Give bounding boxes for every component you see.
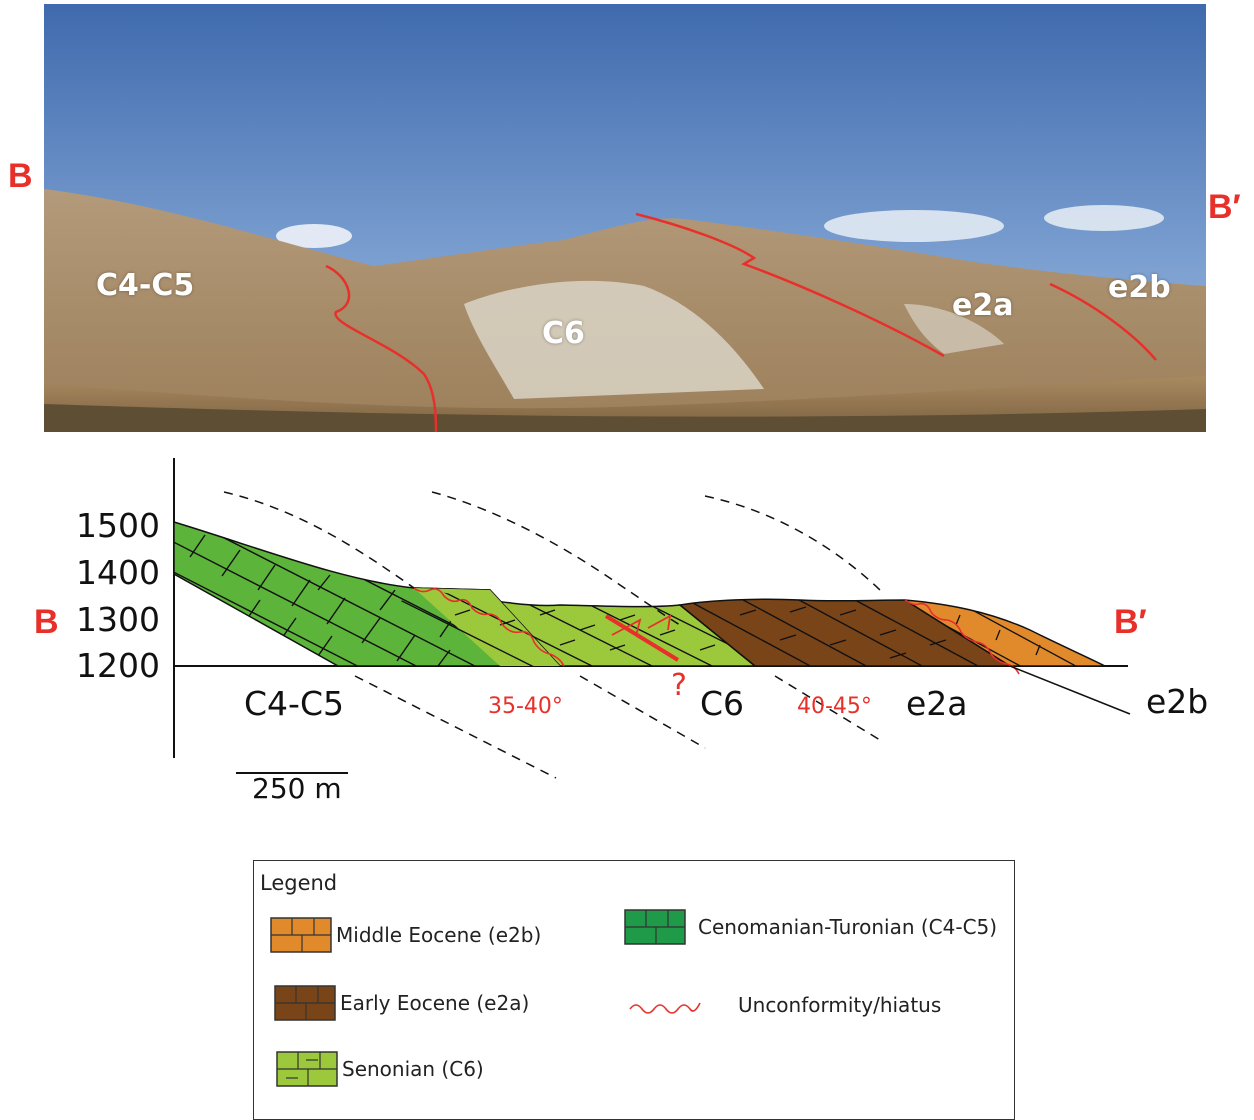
legend-item-e2b: Middle Eocene (e2b) — [270, 917, 541, 953]
landscape-illustration — [44, 4, 1206, 432]
legend-label-unconformity: Unconformity/hiatus — [738, 993, 942, 1017]
legend-label-c6: Senonian (C6) — [342, 1057, 484, 1081]
cross-section-drawing — [173, 458, 1131, 779]
section-end-marker: B′ — [1114, 603, 1147, 641]
elevation-label-1200: 1200 — [76, 646, 160, 685]
scale-bar-label: 250 m — [252, 772, 342, 805]
legend-swatch-e2b — [270, 917, 332, 953]
photo-label-c4c5: C4-C5 — [96, 268, 195, 303]
field-photograph: C4-C5 C6 e2a e2b — [44, 4, 1206, 432]
fault-uncertainty-mark: ? — [671, 668, 687, 703]
elevation-label-1500: 1500 — [76, 506, 160, 545]
legend-swatch-e2a — [274, 985, 336, 1021]
e2b-projection-line — [1009, 665, 1131, 715]
dip-angle-east: 40-45° — [797, 694, 872, 719]
elevation-label-1400: 1400 — [76, 553, 160, 592]
unit-c6-wedge — [414, 588, 560, 666]
legend-swatch-c4c5 — [624, 909, 686, 945]
unit-e2a-body — [678, 598, 1013, 667]
legend-item-c6: Senonian (C6) — [276, 1051, 484, 1087]
dip-angle-west: 35-40° — [488, 694, 563, 719]
photo-label-c6: C6 — [542, 316, 585, 351]
section-end-marker-photo: B′ — [1208, 188, 1241, 226]
legend-label-e2a: Early Eocene (e2a) — [340, 991, 530, 1015]
contact-line-e2a-e2b — [1049, 282, 1157, 361]
legend: Legend Middle Eocene (e2b) Early Eocene … — [253, 860, 1015, 1120]
legend-label-e2b: Middle Eocene (e2b) — [336, 923, 542, 947]
legend-swatch-c6 — [276, 1051, 338, 1087]
photo-label-e2b: e2b — [1108, 270, 1171, 305]
section-label-c6: C6 — [700, 684, 745, 723]
section-start-marker: B — [34, 603, 59, 641]
section-label-e2a: e2a — [906, 684, 968, 723]
elevation-label-1300: 1300 — [76, 600, 160, 639]
unconformity-wave-icon — [629, 1002, 701, 1014]
contact-line-c6-e2a — [635, 212, 945, 358]
dashed-projections — [223, 491, 881, 779]
contact-line-c4c5-c6 — [325, 264, 438, 432]
unconformity-c4c5-c6 — [413, 587, 565, 667]
photo-label-e2a: e2a — [952, 288, 1014, 323]
legend-item-unconformity: Unconformity/hiatus — [628, 991, 941, 1019]
section-start-marker-photo: B — [8, 157, 33, 195]
legend-label-c4c5: Cenomanian-Turonian (C4-C5) — [698, 915, 998, 939]
cross-section: 1500 1400 1300 1200 C4-C5 C6 e2a e2b 35-… — [0, 440, 1254, 820]
section-label-c4c5: C4-C5 — [244, 684, 344, 723]
fault-motion-arrows — [611, 614, 672, 637]
legend-item-e2a: Early Eocene (e2a) — [274, 985, 529, 1021]
legend-title: Legend — [260, 871, 338, 895]
legend-item-c4c5: Cenomanian-Turonian (C4-C5) — [624, 909, 997, 945]
fault-line — [604, 614, 680, 662]
section-label-e2b: e2b — [1146, 682, 1209, 721]
unconformity-e2a-e2b — [904, 599, 1020, 675]
unit-e2b-body — [904, 599, 1106, 667]
